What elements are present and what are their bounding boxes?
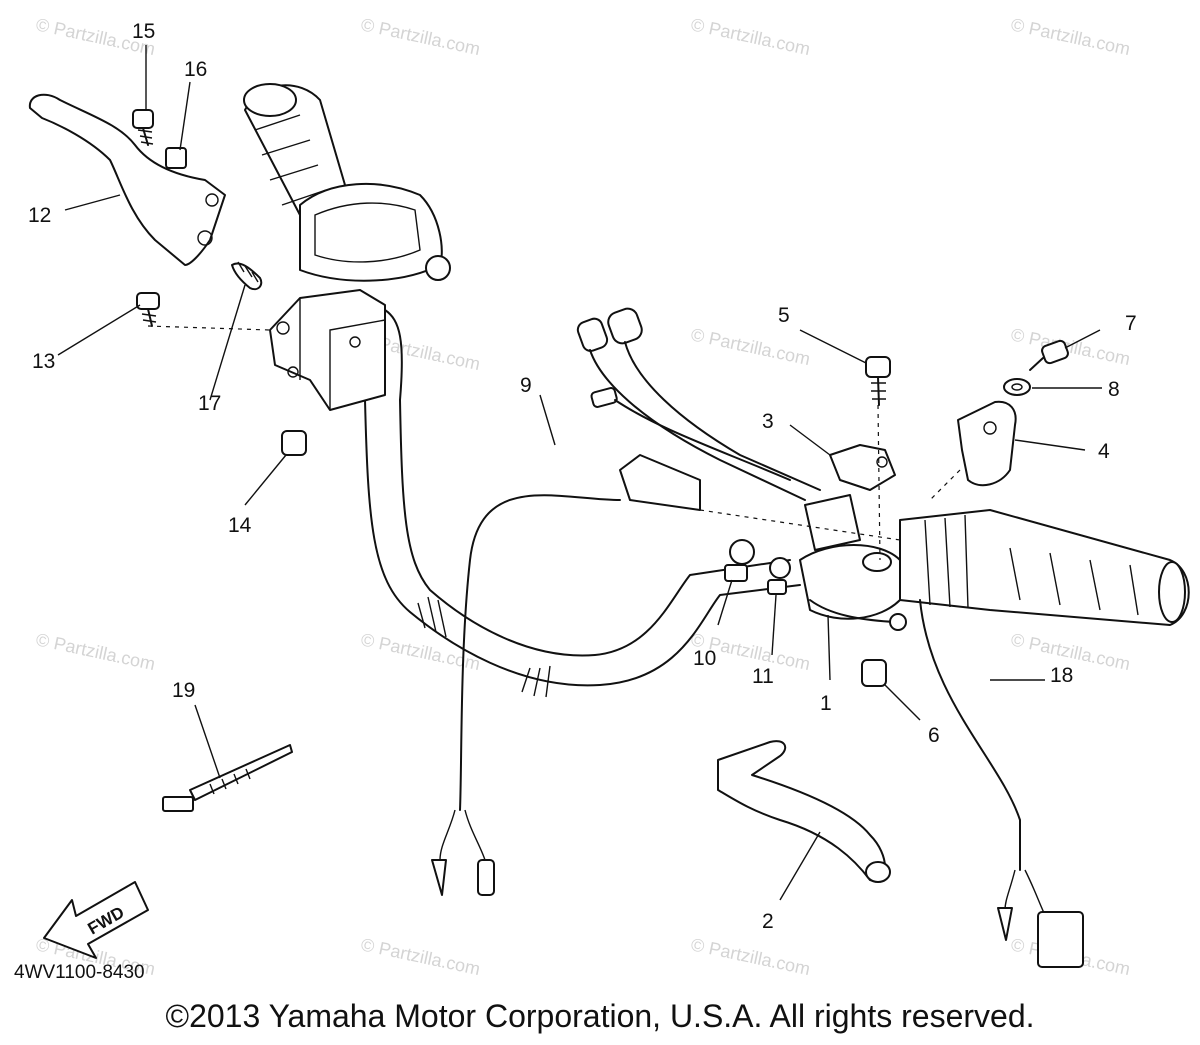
callout-6: 6 (928, 724, 940, 747)
callout-17: 17 (198, 392, 221, 415)
callout-19: 19 (172, 679, 195, 702)
callout-2: 2 (762, 910, 774, 933)
terminal-wires (576, 307, 821, 501)
clamps-part-10-11 (724, 539, 791, 595)
handlebar (364, 399, 801, 698)
cable-tie-part-19 (162, 744, 293, 812)
fwd-arrow-icon: FWD (43, 881, 149, 959)
callout-13: 13 (32, 350, 55, 373)
callout-8: 8 (1108, 378, 1120, 401)
nut-part-6 (861, 659, 887, 687)
master-cylinder (269, 289, 403, 411)
bracket-part-3 (829, 444, 896, 491)
rear-brake-lever-part-2 (717, 740, 891, 883)
callout-10: 10 (693, 647, 716, 670)
diagram-code: 4WV1100-8430 (14, 962, 145, 983)
callout-7: 7 (1125, 312, 1137, 335)
callout-5: 5 (778, 304, 790, 327)
watermark: © Partzilla.com (359, 934, 482, 979)
callout-1: 1 (820, 692, 832, 715)
pin-part-13 (136, 292, 160, 327)
watermark: © Partzilla.com (1009, 324, 1132, 369)
bolt-part-5 (865, 356, 891, 406)
callout-9: 9 (520, 374, 532, 397)
throttle-housing-part-1 (799, 494, 907, 631)
callout-3: 3 (762, 410, 774, 433)
watermark: © Partzilla.com (689, 324, 812, 369)
spring-part-17 (231, 261, 263, 291)
callout-18: 18 (1050, 664, 1073, 687)
callout-14: 14 (228, 514, 252, 537)
nut-part-16 (165, 147, 187, 169)
leader-lines (57, 45, 1102, 901)
assembly-lines (147, 325, 961, 561)
watermark: © Partzilla.com (359, 14, 482, 59)
callout-12: 12 (28, 204, 51, 227)
watermark: © Partzilla.com (689, 14, 812, 59)
callout-15: 15 (132, 20, 155, 43)
watermark: © Partzilla.com (34, 629, 157, 674)
callout-11: 11 (752, 665, 774, 688)
right-grip (899, 509, 1190, 626)
callout-labels: 15 16 12 13 17 14 9 3 5 7 8 4 10 11 1 6 … (28, 20, 1137, 933)
left-switch-housing (299, 182, 451, 282)
copyright-notice: ©2013 Yamaha Motor Corporation, U.S.A. A… (165, 998, 1035, 1034)
callout-4: 4 (1098, 440, 1110, 463)
callout-16: 16 (184, 58, 207, 81)
cable-part-18 (919, 599, 1084, 968)
cable-part-9 (431, 454, 701, 896)
nut-part-14 (281, 430, 307, 456)
washer-part-8 (1003, 378, 1031, 396)
front-brake-lever-part-12 (28, 93, 226, 266)
cover-part-4 (957, 400, 1017, 487)
left-grip (243, 83, 346, 216)
watermark: © Partzilla.com (689, 934, 812, 979)
bolt-part-15 (132, 109, 154, 146)
watermark: © Partzilla.com (1009, 14, 1132, 59)
